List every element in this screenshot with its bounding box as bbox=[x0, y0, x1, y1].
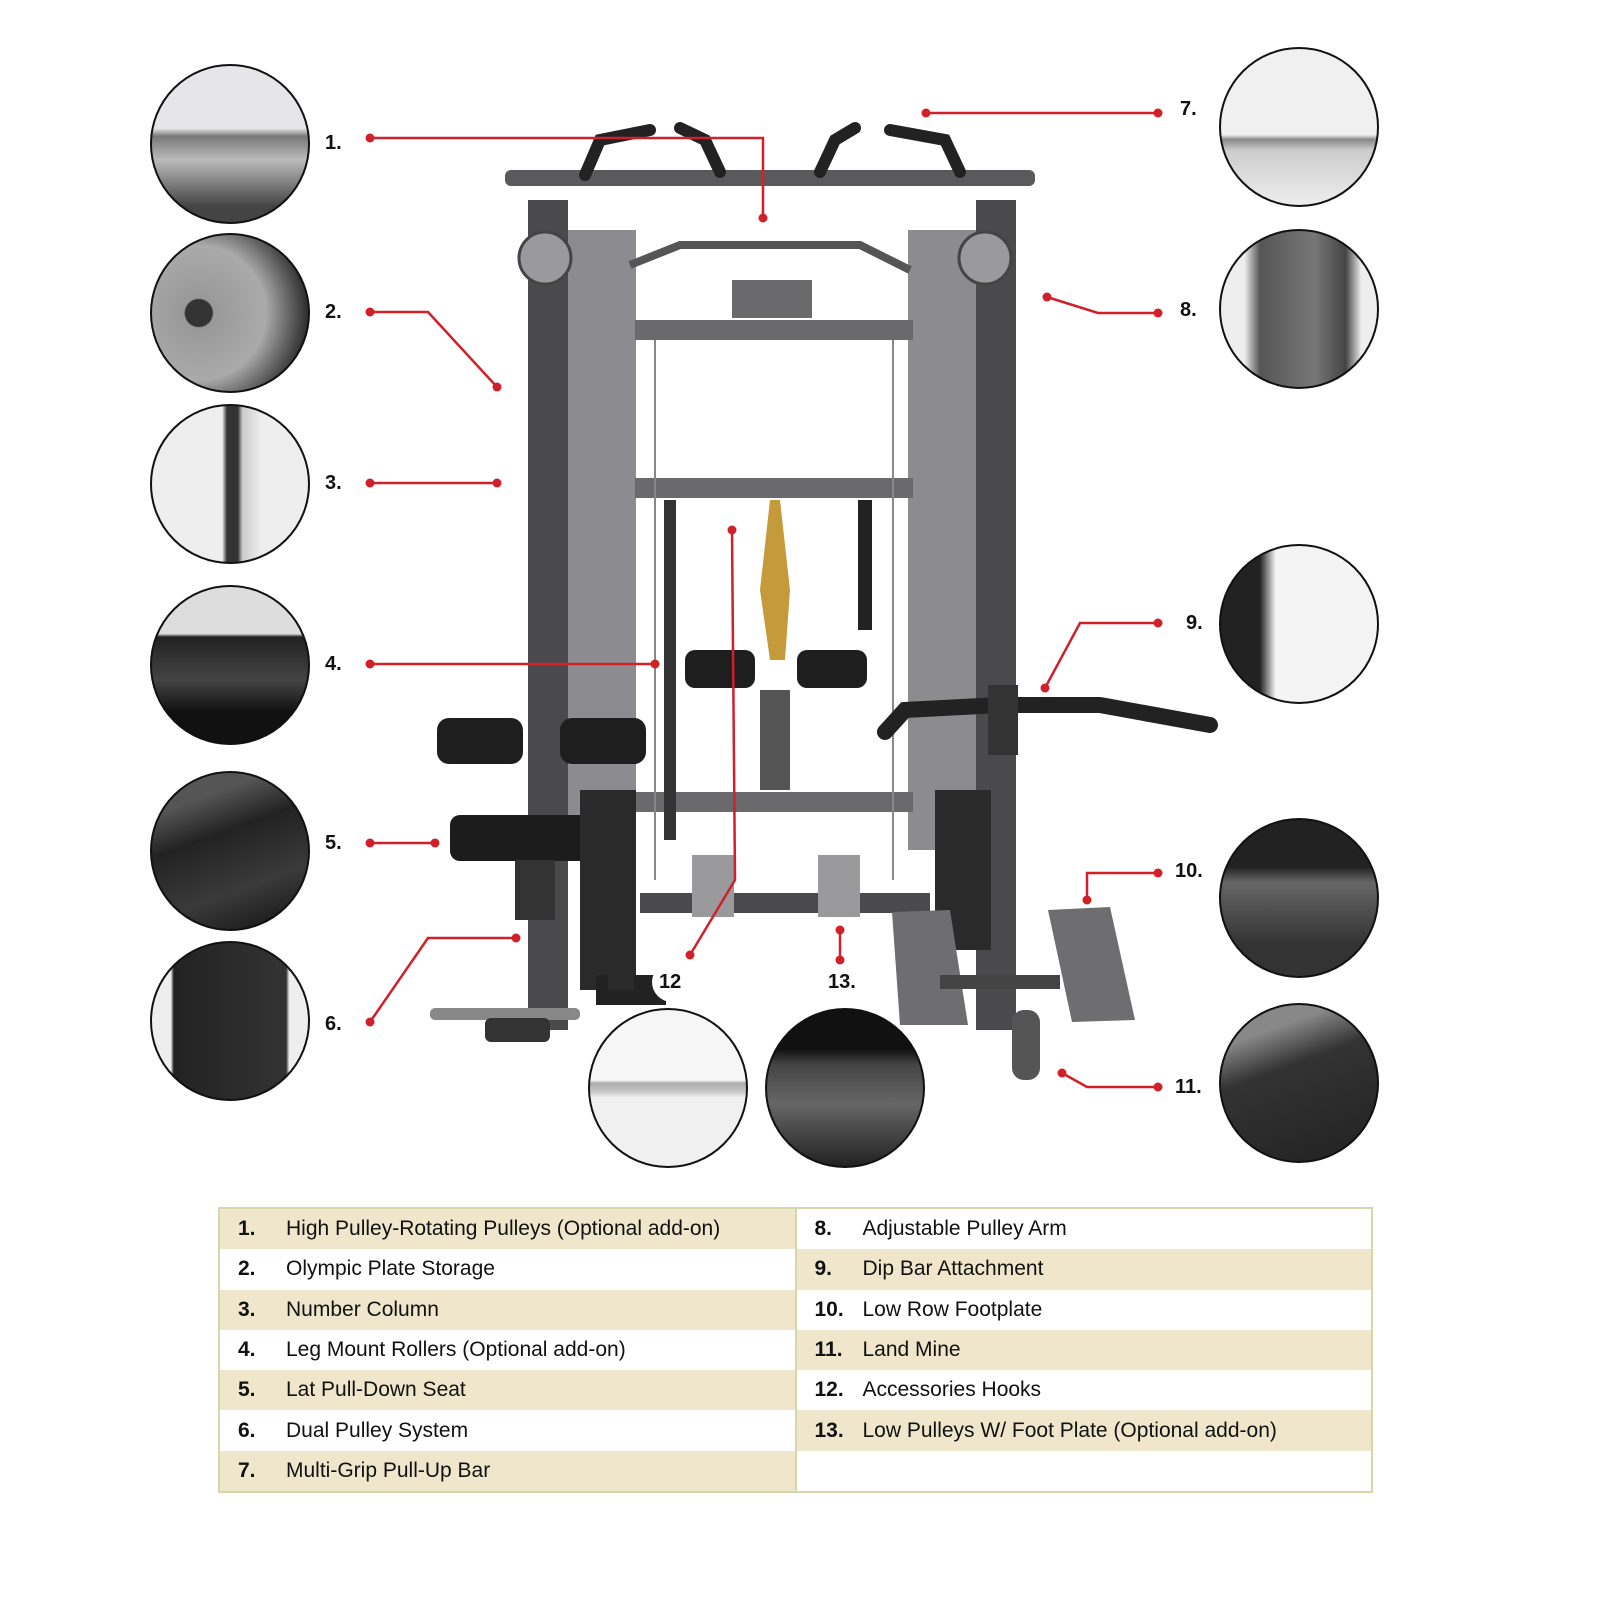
legend-row: 2. Olympic Plate Storage bbox=[220, 1249, 795, 1289]
callout-8: 8. bbox=[1180, 299, 1197, 321]
leader-10 bbox=[1085, 871, 1158, 900]
legend-number: 2. bbox=[238, 1257, 256, 1281]
legend-label: Dual Pulley System bbox=[286, 1418, 469, 1442]
legend-row: 1. High Pulley-Rotating Pulleys (Optional… bbox=[220, 1209, 795, 1250]
callout-12: 12 bbox=[659, 971, 682, 993]
detail-seat bbox=[150, 771, 310, 931]
legend-label: Low Row Footplate bbox=[862, 1297, 1043, 1321]
leader-2 bbox=[370, 310, 498, 388]
callout-10: 10. bbox=[1175, 860, 1203, 882]
legend-number: 1. bbox=[238, 1217, 256, 1241]
legend-number: 13. bbox=[814, 1418, 844, 1442]
leader-6 bbox=[368, 936, 516, 1023]
legend-label: Accessories Hooks bbox=[862, 1378, 1042, 1402]
detail-leg-rollers bbox=[150, 585, 310, 745]
legend-label: Multi-Grip Pull-Up Bar bbox=[286, 1458, 491, 1482]
detail-high-pulley bbox=[150, 64, 310, 224]
legend-row: 12. Accessories Hooks bbox=[797, 1370, 1372, 1410]
legend-number: 5. bbox=[238, 1378, 256, 1402]
legend-row: 6. Dual Pulley System bbox=[220, 1410, 795, 1450]
callout-7: 7. bbox=[1180, 98, 1197, 120]
leader-8 bbox=[1046, 295, 1158, 315]
callout-3: 3. bbox=[325, 472, 342, 494]
callout-4: 4. bbox=[325, 653, 342, 675]
leader-dots bbox=[365, 108, 1163, 1092]
legend-number: 11. bbox=[814, 1337, 843, 1361]
legend-label: Dip Bar Attachment bbox=[862, 1257, 1044, 1281]
callout-9: 9. bbox=[1186, 612, 1203, 634]
detail-pull-up-bar bbox=[1219, 47, 1379, 207]
legend-row: 3. Number Column bbox=[220, 1289, 795, 1330]
legend-table: 1. High Pulley-Rotating Pulleys (Optional… bbox=[218, 1207, 1373, 1493]
legend-label: Number Column bbox=[286, 1297, 439, 1321]
callout-13: 13. bbox=[828, 971, 856, 993]
legend-number: 8. bbox=[814, 1217, 833, 1241]
functional-trainer-machine bbox=[430, 122, 1218, 1080]
legend-label: Land Mine bbox=[862, 1337, 961, 1361]
legend-row-empty bbox=[797, 1451, 1372, 1491]
callout-6: 6. bbox=[325, 1013, 342, 1035]
detail-land-mine bbox=[1219, 1003, 1379, 1163]
callout-5: 5. bbox=[325, 832, 342, 854]
legend-number: 3. bbox=[238, 1297, 256, 1321]
leader-1 bbox=[370, 136, 765, 218]
legend-number: 9. bbox=[814, 1257, 833, 1281]
legend-row: 9. Dip Bar Attachment bbox=[796, 1249, 1371, 1290]
legend-label: Lat Pull-Down Seat bbox=[286, 1378, 466, 1402]
legend-label: Adjustable Pulley Arm bbox=[862, 1217, 1067, 1241]
legend-number: 4. bbox=[238, 1337, 256, 1361]
legend-row: 4. Leg Mount Rollers (Optional add-on) bbox=[220, 1330, 795, 1370]
callout-12-badge bbox=[652, 962, 692, 1002]
detail-plate-storage bbox=[150, 233, 310, 393]
detail-dip-bar bbox=[1219, 544, 1379, 704]
legend-row: 5. Lat Pull-Down Seat bbox=[220, 1370, 795, 1411]
detail-pulley-system bbox=[150, 941, 310, 1101]
legend-row: 10. Low Row Footplate bbox=[797, 1290, 1372, 1330]
legend-number: 12. bbox=[814, 1378, 844, 1402]
legend-number: 6. bbox=[238, 1418, 256, 1442]
legend-number: 7. bbox=[238, 1458, 256, 1482]
legend-row: 8. Adjustable Pulley Arm bbox=[797, 1209, 1372, 1249]
detail-low-pulleys bbox=[765, 1008, 925, 1168]
leader-lines bbox=[368, 111, 1158, 1089]
legend-column-right: 8. Adjustable Pulley Arm 9. Dip Bar Attach… bbox=[796, 1209, 1372, 1491]
callout-1: 1. bbox=[325, 132, 342, 154]
detail-footplate bbox=[1219, 818, 1379, 978]
legend-row: 11. Land Mine bbox=[796, 1329, 1371, 1371]
detail-pulley-arm bbox=[1219, 229, 1379, 389]
legend-label: Low Pulleys W/ Foot Plate (Optional add-… bbox=[862, 1418, 1277, 1442]
leader-9 bbox=[1043, 621, 1158, 689]
legend-label: Olympic Plate Storage bbox=[286, 1257, 495, 1281]
detail-accessory-hooks bbox=[588, 1008, 748, 1168]
callout-2: 2. bbox=[325, 301, 342, 323]
callout-11: 11. bbox=[1175, 1076, 1202, 1098]
leader-11 bbox=[1061, 1071, 1158, 1089]
leader-12 bbox=[688, 529, 737, 956]
legend-row: 13. Low Pulleys W/ Foot Plate (Optional a… bbox=[796, 1410, 1371, 1451]
legend-row: 7. Multi-Grip Pull-Up Bar bbox=[220, 1450, 795, 1491]
legend-column-left: 1. High Pulley-Rotating Pulleys (Optional… bbox=[220, 1209, 797, 1491]
detail-number-column bbox=[150, 404, 310, 564]
legend-number: 10. bbox=[814, 1297, 844, 1321]
legend-label: High Pulley-Rotating Pulleys (Optional a… bbox=[286, 1217, 721, 1241]
legend-label: Leg Mount Rollers (Optional add-on) bbox=[286, 1337, 626, 1361]
